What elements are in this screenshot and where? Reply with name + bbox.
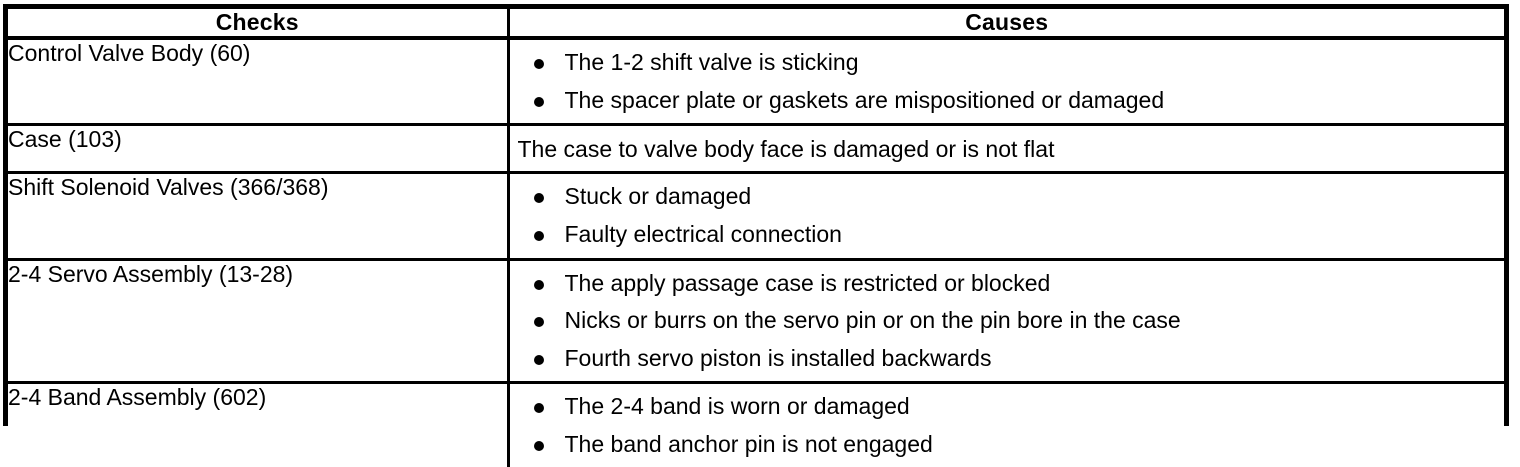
list-item: Nicks or burrs on the servo pin or on th… (510, 307, 1505, 335)
table-row: Control Valve Body (60)The 1-2 shift val… (8, 38, 1505, 127)
cause-text: The band anchor pin is not engaged (564, 430, 933, 457)
check-item-label: Case (103) (8, 124, 510, 175)
bullet-icon (533, 403, 544, 414)
cause-text: The 1-2 shift valve is sticking (564, 49, 859, 75)
list-item: Faulty electrical connection (510, 221, 1505, 249)
table-body: Control Valve Body (60)The 1-2 shift val… (8, 38, 1504, 467)
column-header-causes: Causes (508, 9, 1504, 40)
cause-cell: The case to valve body face is damaged o… (508, 124, 1504, 175)
list-item: The apply passage case is restricted or … (510, 270, 1505, 298)
bullet-icon (533, 59, 544, 69)
list-item: The spacer plate or gaskets are misposit… (510, 87, 1505, 115)
cause-text: Stuck or damaged (564, 183, 752, 210)
bullet-icon (533, 354, 544, 365)
list-item: Fourth servo piston is installed backwar… (510, 345, 1505, 373)
cause-cell: The apply passage case is restricted or … (508, 259, 1505, 385)
table-row: Shift Solenoid Valves (366/368)Stuck or … (8, 172, 1505, 261)
table-row: Case (103) The case to valve body face is… (8, 124, 1504, 175)
bullet-icon (533, 96, 544, 107)
bullet-icon (533, 279, 544, 290)
list-item: The 2-4 band is worn or damaged (510, 393, 1505, 421)
cause-text: Faulty electrical connection (564, 220, 842, 247)
column-header-checks: Checks (8, 9, 510, 40)
cause-list: The apply passage case is restricted or … (510, 261, 1505, 382)
cause-text: Nicks or burrs on the servo pin or on th… (564, 307, 1181, 334)
checks-causes-table: Checks Causes Control Valve Body (60)The… (8, 9, 1504, 467)
check-item-label: Shift Solenoid Valves (366/368) (8, 172, 510, 261)
list-item: Stuck or damaged (510, 183, 1505, 211)
bullet-icon (533, 193, 544, 204)
check-item-label: 2-4 Servo Assembly (13-28) (8, 259, 510, 385)
cause-text: The spacer plate or gaskets are misposit… (564, 86, 1165, 113)
diagnostic-table-container: Checks Causes Control Valve Body (60)The… (3, 4, 1509, 467)
cause-text: The 2-4 band is worn or damaged (564, 393, 910, 420)
list-item: The 1-2 shift valve is sticking (510, 49, 1505, 77)
header-row: Checks Causes (8, 9, 1504, 40)
table-header: Checks Causes (8, 9, 1504, 40)
bullet-icon (533, 317, 544, 328)
table-row: 2-4 Band Assembly (602)The 2-4 band is w… (8, 382, 1505, 467)
cause-text: Fourth servo piston is installed backwar… (564, 344, 992, 371)
bullet-icon (533, 440, 544, 451)
check-item-label: Control Valve Body (60) (8, 38, 510, 127)
list-item: The band anchor pin is not engaged (510, 431, 1505, 459)
bullet-icon (533, 230, 544, 241)
cause-text: The case to valve body face is damaged o… (517, 136, 1055, 163)
cause-text: The apply passage case is restricted or … (564, 269, 1051, 296)
table-row: 2-4 Servo Assembly (13-28) The apply pass… (8, 259, 1505, 385)
check-item-label: 2-4 Band Assembly (602) (8, 382, 510, 467)
